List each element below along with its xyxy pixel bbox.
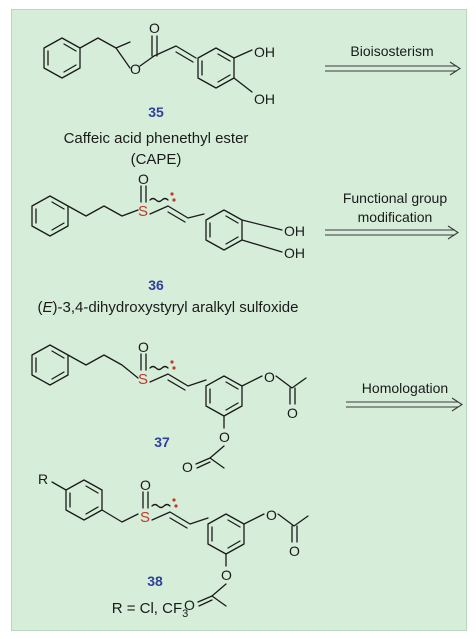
compound-35-structure: O O OH OH — [43, 20, 275, 107]
compound-number: 36 — [148, 277, 164, 293]
substituent-note: R = Cl, CF3 — [112, 600, 189, 620]
lone-pair-dot — [172, 498, 176, 502]
r-group: R — [38, 471, 48, 487]
compound-36-structure: S O OH OH — [31, 171, 305, 261]
compound-name: Caffeic acid phenethyl ester — [64, 130, 249, 147]
benzene-ring — [31, 195, 69, 237]
sulfoxide-oxygen: O — [140, 477, 151, 493]
vinyl-linker — [151, 511, 209, 525]
compound-number: 37 — [154, 434, 170, 450]
lone-pair-dot — [170, 192, 174, 196]
ester-oxygen: O — [264, 369, 275, 385]
compound-name: (E)-3,4-dihydroxystyryl aralkyl sulfoxid… — [38, 299, 299, 316]
sulfur-atom: S — [140, 509, 150, 526]
sulfoxide-oxygen: O — [138, 171, 149, 187]
carbonyl-oxygen: O — [184, 597, 195, 613]
step-label-bioisosterism: Bioisosterism — [350, 43, 433, 59]
stereo-wavy-bond — [151, 503, 171, 509]
ester-oxygen: O — [219, 429, 230, 445]
compound-number: 38 — [147, 573, 163, 589]
benzene-ring — [43, 37, 81, 79]
carbonyl-oxygen: O — [287, 405, 298, 421]
benzyl-linker — [101, 509, 139, 523]
step-label-modification: modification — [358, 209, 433, 225]
propyl-chain — [67, 205, 139, 217]
ethyl-chain — [79, 37, 131, 49]
acetyl-group — [211, 583, 227, 607]
stereo-wavy-bond — [149, 365, 169, 371]
ester-oxygen: O — [266, 507, 277, 523]
hydroxyl-group: OH — [254, 91, 275, 107]
benzene-ring — [31, 344, 69, 386]
sulfur-atom: S — [138, 203, 148, 220]
acetyl-group — [209, 445, 225, 469]
diacetoxy-ring — [205, 375, 243, 417]
propyl-chain — [67, 354, 139, 379]
reaction-arrow — [325, 225, 460, 240]
compound-38-structure: R S O O O O O — [38, 471, 309, 613]
step-label-functional-group: Functional group — [343, 190, 448, 206]
reaction-arrow — [346, 397, 464, 412]
hydroxyl-group: OH — [284, 223, 305, 239]
vinyl-linker — [149, 205, 205, 219]
scheme-panel — [11, 9, 467, 631]
ester-oxygen: O — [130, 61, 141, 77]
vinyl-linker — [153, 45, 197, 59]
carbonyl-oxygen: O — [149, 20, 160, 36]
reaction-arrow — [325, 61, 462, 76]
carbonyl-oxygen: O — [182, 459, 193, 475]
catechol-ring — [205, 209, 243, 251]
sulfoxide-oxygen: O — [138, 339, 149, 355]
hydroxyl-group: OH — [284, 245, 305, 261]
sulfur-atom: S — [138, 371, 148, 388]
compound-number: 35 — [148, 104, 164, 120]
acetyl-group — [275, 375, 307, 389]
lone-pair-dot — [172, 198, 176, 202]
step-label-homologation: Homologation — [362, 380, 448, 396]
compound-37-structure: S O O O O O — [31, 339, 307, 475]
acetyl-group — [277, 513, 309, 527]
compound-abbreviation: (CAPE) — [131, 151, 182, 168]
lone-pair-dot — [174, 504, 178, 508]
catechol-ring — [197, 47, 235, 89]
stereo-wavy-bond — [149, 197, 169, 203]
hydroxyl-group: OH — [254, 44, 275, 60]
ester-oxygen: O — [221, 567, 232, 583]
vinyl-linker — [149, 373, 207, 387]
diacetoxy-ring — [207, 513, 245, 555]
lone-pair-dot — [170, 360, 174, 364]
lone-pair-dot — [172, 366, 176, 370]
carbonyl-oxygen: O — [289, 543, 300, 559]
benzene-ring — [65, 479, 103, 521]
